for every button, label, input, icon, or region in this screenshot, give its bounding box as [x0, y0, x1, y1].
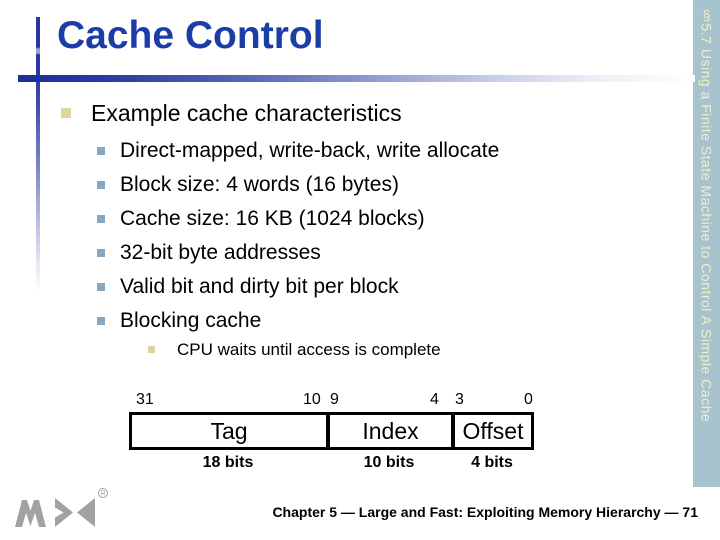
- bullet-square-level2: [97, 181, 105, 189]
- field-tag-bits: 18 bits: [202, 454, 254, 471]
- bit-label-0: 0: [524, 391, 533, 408]
- field-tag: Tag: [210, 417, 248, 444]
- bullet-level2-text: Direct-mapped, write-back, write allocat…: [120, 139, 500, 162]
- bullet-level2-text: 32-bit byte addresses: [120, 241, 321, 264]
- bit-label-31: 31: [136, 391, 154, 408]
- bullet-square-level2: [97, 249, 105, 257]
- registered-mark-icon: [98, 488, 108, 498]
- bullet-square-level3: [148, 346, 155, 353]
- logo-triangle-shape: [77, 498, 95, 527]
- bit-label-10: 10: [303, 391, 321, 408]
- bit-label-3: 3: [455, 391, 464, 408]
- field-index: Index: [326, 415, 451, 447]
- bullet-level3-text: CPU waits until access is complete: [177, 340, 441, 359]
- bullet-level2-text: Valid bit and dirty bit per block: [120, 275, 399, 298]
- field-offset: Offset: [451, 415, 531, 447]
- bullet-level2-text: Cache size: 16 KB (1024 blocks): [120, 207, 425, 230]
- bullet-level2-text: Blocking cache: [120, 309, 262, 332]
- slide-title: Cache Control: [57, 14, 324, 57]
- bullet-level2-text: Block size: 4 words (16 bytes): [120, 173, 399, 196]
- address-field-box: Tag Index Offset: [129, 412, 534, 450]
- bit-label-4: 4: [430, 391, 439, 408]
- bullet-square-level2: [97, 283, 105, 291]
- bullet-square-level2: [97, 317, 105, 325]
- logo-chevron-shape: [55, 498, 73, 527]
- registered-mark-letter: R: [100, 491, 105, 498]
- field-index-bits: 10 bits: [363, 454, 415, 471]
- section-sidebar: §5.7 Using a Finite State Machine to Con…: [693, 0, 720, 487]
- bullet-square-level2: [97, 215, 105, 223]
- mk-publisher-logo: R: [15, 488, 108, 527]
- vertical-accent-line: [36, 17, 40, 292]
- bullet-level1-text: Example cache characteristics: [91, 100, 402, 126]
- bullet-square-level1: [61, 108, 71, 118]
- title-underline: [18, 75, 695, 82]
- field-offset-bits: 4 bits: [471, 454, 513, 471]
- logo-m-shape: [15, 500, 46, 527]
- bullet-square-level2: [97, 147, 105, 155]
- footer-caption: Chapter 5 — Large and Fast: Exploiting M…: [272, 504, 698, 520]
- section-sidebar-label: §5.7 Using a Finite State Machine to Con…: [698, 7, 715, 423]
- bit-label-9: 9: [330, 391, 339, 408]
